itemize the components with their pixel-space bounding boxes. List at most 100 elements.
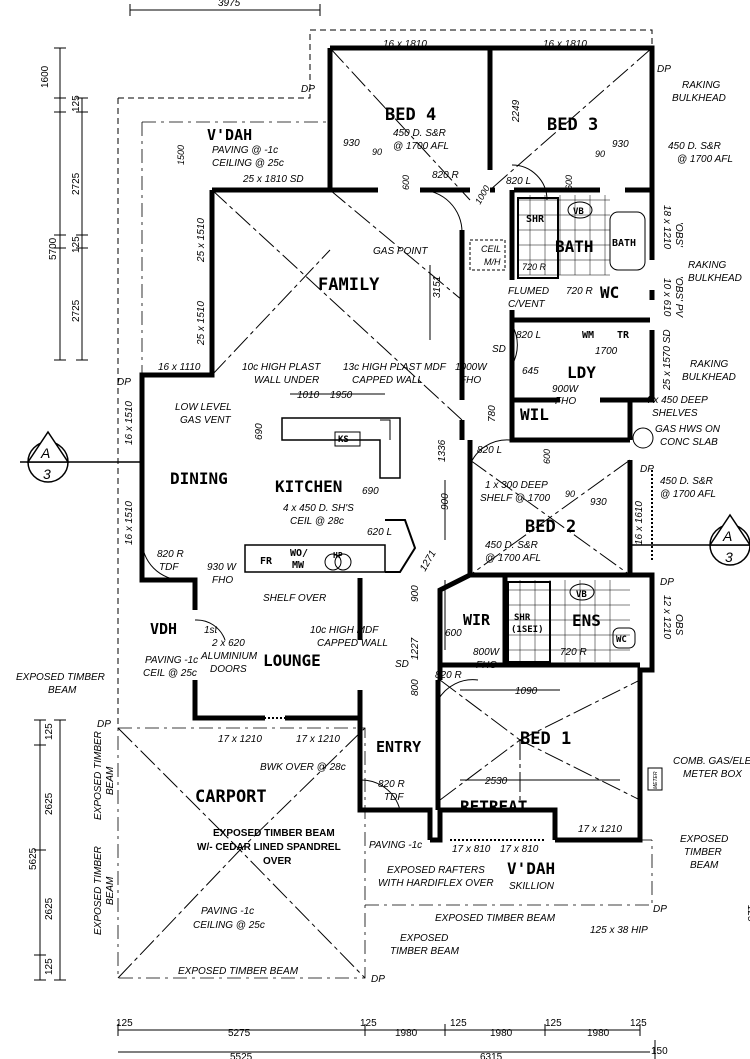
dim-c125d: 125 [545, 1018, 562, 1029]
note-bed2-sr-2: @ 1700 AFL [660, 489, 716, 500]
note-900a: 900 [440, 493, 451, 510]
note-dp2: DP [117, 377, 131, 388]
note-690b: 690 [362, 486, 379, 497]
section-marker-right [630, 513, 750, 566]
note-820r-b: 820 R [157, 549, 184, 560]
note-mdf-wall-1: 10c HIGH MDF [310, 625, 379, 636]
note-930b: 930 [612, 139, 629, 150]
room-family: FAMILY [318, 275, 380, 295]
dim-b2625a: 2625 [44, 792, 55, 815]
dim-b125b: 125 [44, 958, 55, 975]
note-17x1210-b: 17 x 1210 [296, 734, 340, 745]
room-ens: ENS [572, 611, 601, 630]
note-820r-d: 820 R [378, 779, 405, 790]
note-shelf300-1: 1 x 300 DEEP [485, 480, 548, 491]
note-fho-d-1: 800W [473, 647, 501, 658]
note-930c: 930 [590, 497, 607, 508]
room-bed2: BED 2 [525, 517, 576, 537]
note-cedar-2: W/- CEDAR LINED SPANDREL [197, 842, 341, 853]
note-obs-a: 'OBS' [673, 222, 684, 248]
room-mw: MW [292, 560, 305, 571]
note-17x810-a: 17 x 810 [452, 844, 491, 855]
note-bed4-sr-2: @ 1700 AFL [393, 141, 449, 152]
room-wir: WIR [463, 611, 491, 629]
note-sec-left-num: 3 [43, 466, 51, 482]
note-3151: 3151 [432, 276, 443, 298]
note-bed4-sr-1: 450 D. S&R [393, 128, 446, 139]
note-1500: 1500 [176, 145, 186, 165]
dim-1980c: 1980 [587, 1028, 610, 1039]
note-raking1: RAKING [682, 80, 721, 91]
note-bulkhead1: BULKHEAD [672, 93, 726, 104]
room-tr: TR [617, 330, 630, 341]
wall-east-upper [627, 190, 655, 440]
note-obs-b: OBS [673, 614, 684, 635]
note-bed2-sr-1: 450 D. S&R [660, 476, 713, 487]
note-paving-vdh-1: PAVING -1c [145, 655, 198, 666]
note-plast-b-1: 13c HIGH PLAST MDF [343, 362, 447, 373]
note-1950: 1950 [330, 390, 353, 401]
room-carport: CARPORT [195, 787, 267, 807]
note-sd-b: SD [395, 659, 409, 670]
note-bulkhead3: BULKHEAD [682, 372, 736, 383]
note-900b: 900 [410, 585, 421, 602]
room-kitchen: KITCHEN [275, 477, 342, 496]
room-wm: WM [582, 330, 594, 341]
note-fho-d-2: FHO [476, 660, 497, 671]
note-bed2b-sr-2: @ 1700 AFL [485, 553, 541, 564]
note-fho-b-1: 900W [552, 384, 580, 395]
note-25x1510-b: 25 x 1510 [196, 301, 207, 346]
dim-c125b: 125 [360, 1018, 377, 1029]
room-entry: ENTRY [376, 738, 421, 756]
note-1010: 1010 [297, 390, 320, 401]
note-690a: 690 [254, 423, 265, 440]
room-vdah-bottom: V'DAH [507, 859, 555, 878]
room-bed4: BED 4 [385, 105, 436, 125]
note-fho-a-2: FHO [460, 375, 481, 386]
note-tdf-a: TDF [159, 562, 179, 573]
wall-vdh-south [192, 680, 433, 840]
note-sd-25x1810: 25 x 1810 SD [242, 174, 304, 185]
note-800: 800 [410, 679, 421, 696]
windows [141, 47, 653, 841]
note-1271: 1271 [418, 549, 439, 574]
note-720r-a: 720 R [522, 262, 547, 272]
note-meter-2: METER BOX [683, 769, 742, 780]
note-exposed-beam-c-2: TIMBER BEAM [390, 946, 460, 957]
note-720r-b: 720 R [566, 286, 593, 297]
dim-b2625b: 2625 [44, 897, 55, 920]
note-1090: 1090 [515, 686, 538, 697]
note-raking2: RAKING [688, 260, 727, 271]
note-plast-a-2: WALL UNDER [254, 375, 319, 386]
note-flumed-2: C/VENT [508, 299, 546, 310]
note-2249: 2249 [511, 99, 522, 123]
note-bulkhead2: BULKHEAD [688, 273, 742, 284]
room-lounge: LOUNGE [263, 651, 321, 670]
dim-c125c: 125 [450, 1018, 467, 1029]
kitchen-pantry [385, 519, 417, 573]
room-shr2: SHR [514, 613, 531, 623]
note-low-vent-2: GAS VENT [180, 415, 231, 426]
fixtures [324, 239, 663, 791]
note-600d: 600 [445, 628, 462, 639]
note-18x1210: 18 x 1210 [661, 205, 672, 249]
note-bed3-sr-2: @ 1700 AFL [677, 154, 733, 165]
note-k-shelf-2: CEIL @ 28c [290, 516, 344, 527]
note-16x1610: 16 x 1610 [634, 501, 645, 545]
note-gas-point: GAS POINT [373, 246, 428, 257]
note-exposed-beam-r-3: BEAM [690, 860, 719, 871]
note-sec-left-letter: A [40, 445, 50, 461]
room-vdah-top: V'DAH [207, 126, 252, 144]
note-1000: 1000 [473, 184, 492, 206]
dim-1980b: 1980 [490, 1028, 513, 1039]
note-hip: 125 x 38 HIP [590, 925, 648, 936]
dim-2725b: 2725 [71, 299, 82, 322]
note-paving-top: PAVING @ -1c [212, 145, 278, 156]
note-exposed-beam-b: EXPOSED TIMBER BEAM [435, 913, 556, 924]
dim-125a: 125 [71, 95, 82, 112]
note-bwk: BWK OVER @ 28c [260, 762, 346, 773]
note-raking3: RAKING [690, 359, 729, 370]
note-shelf-over: SHELF OVER [263, 593, 326, 604]
room-vb2: VB [576, 590, 587, 600]
wall-laundry [512, 317, 650, 403]
